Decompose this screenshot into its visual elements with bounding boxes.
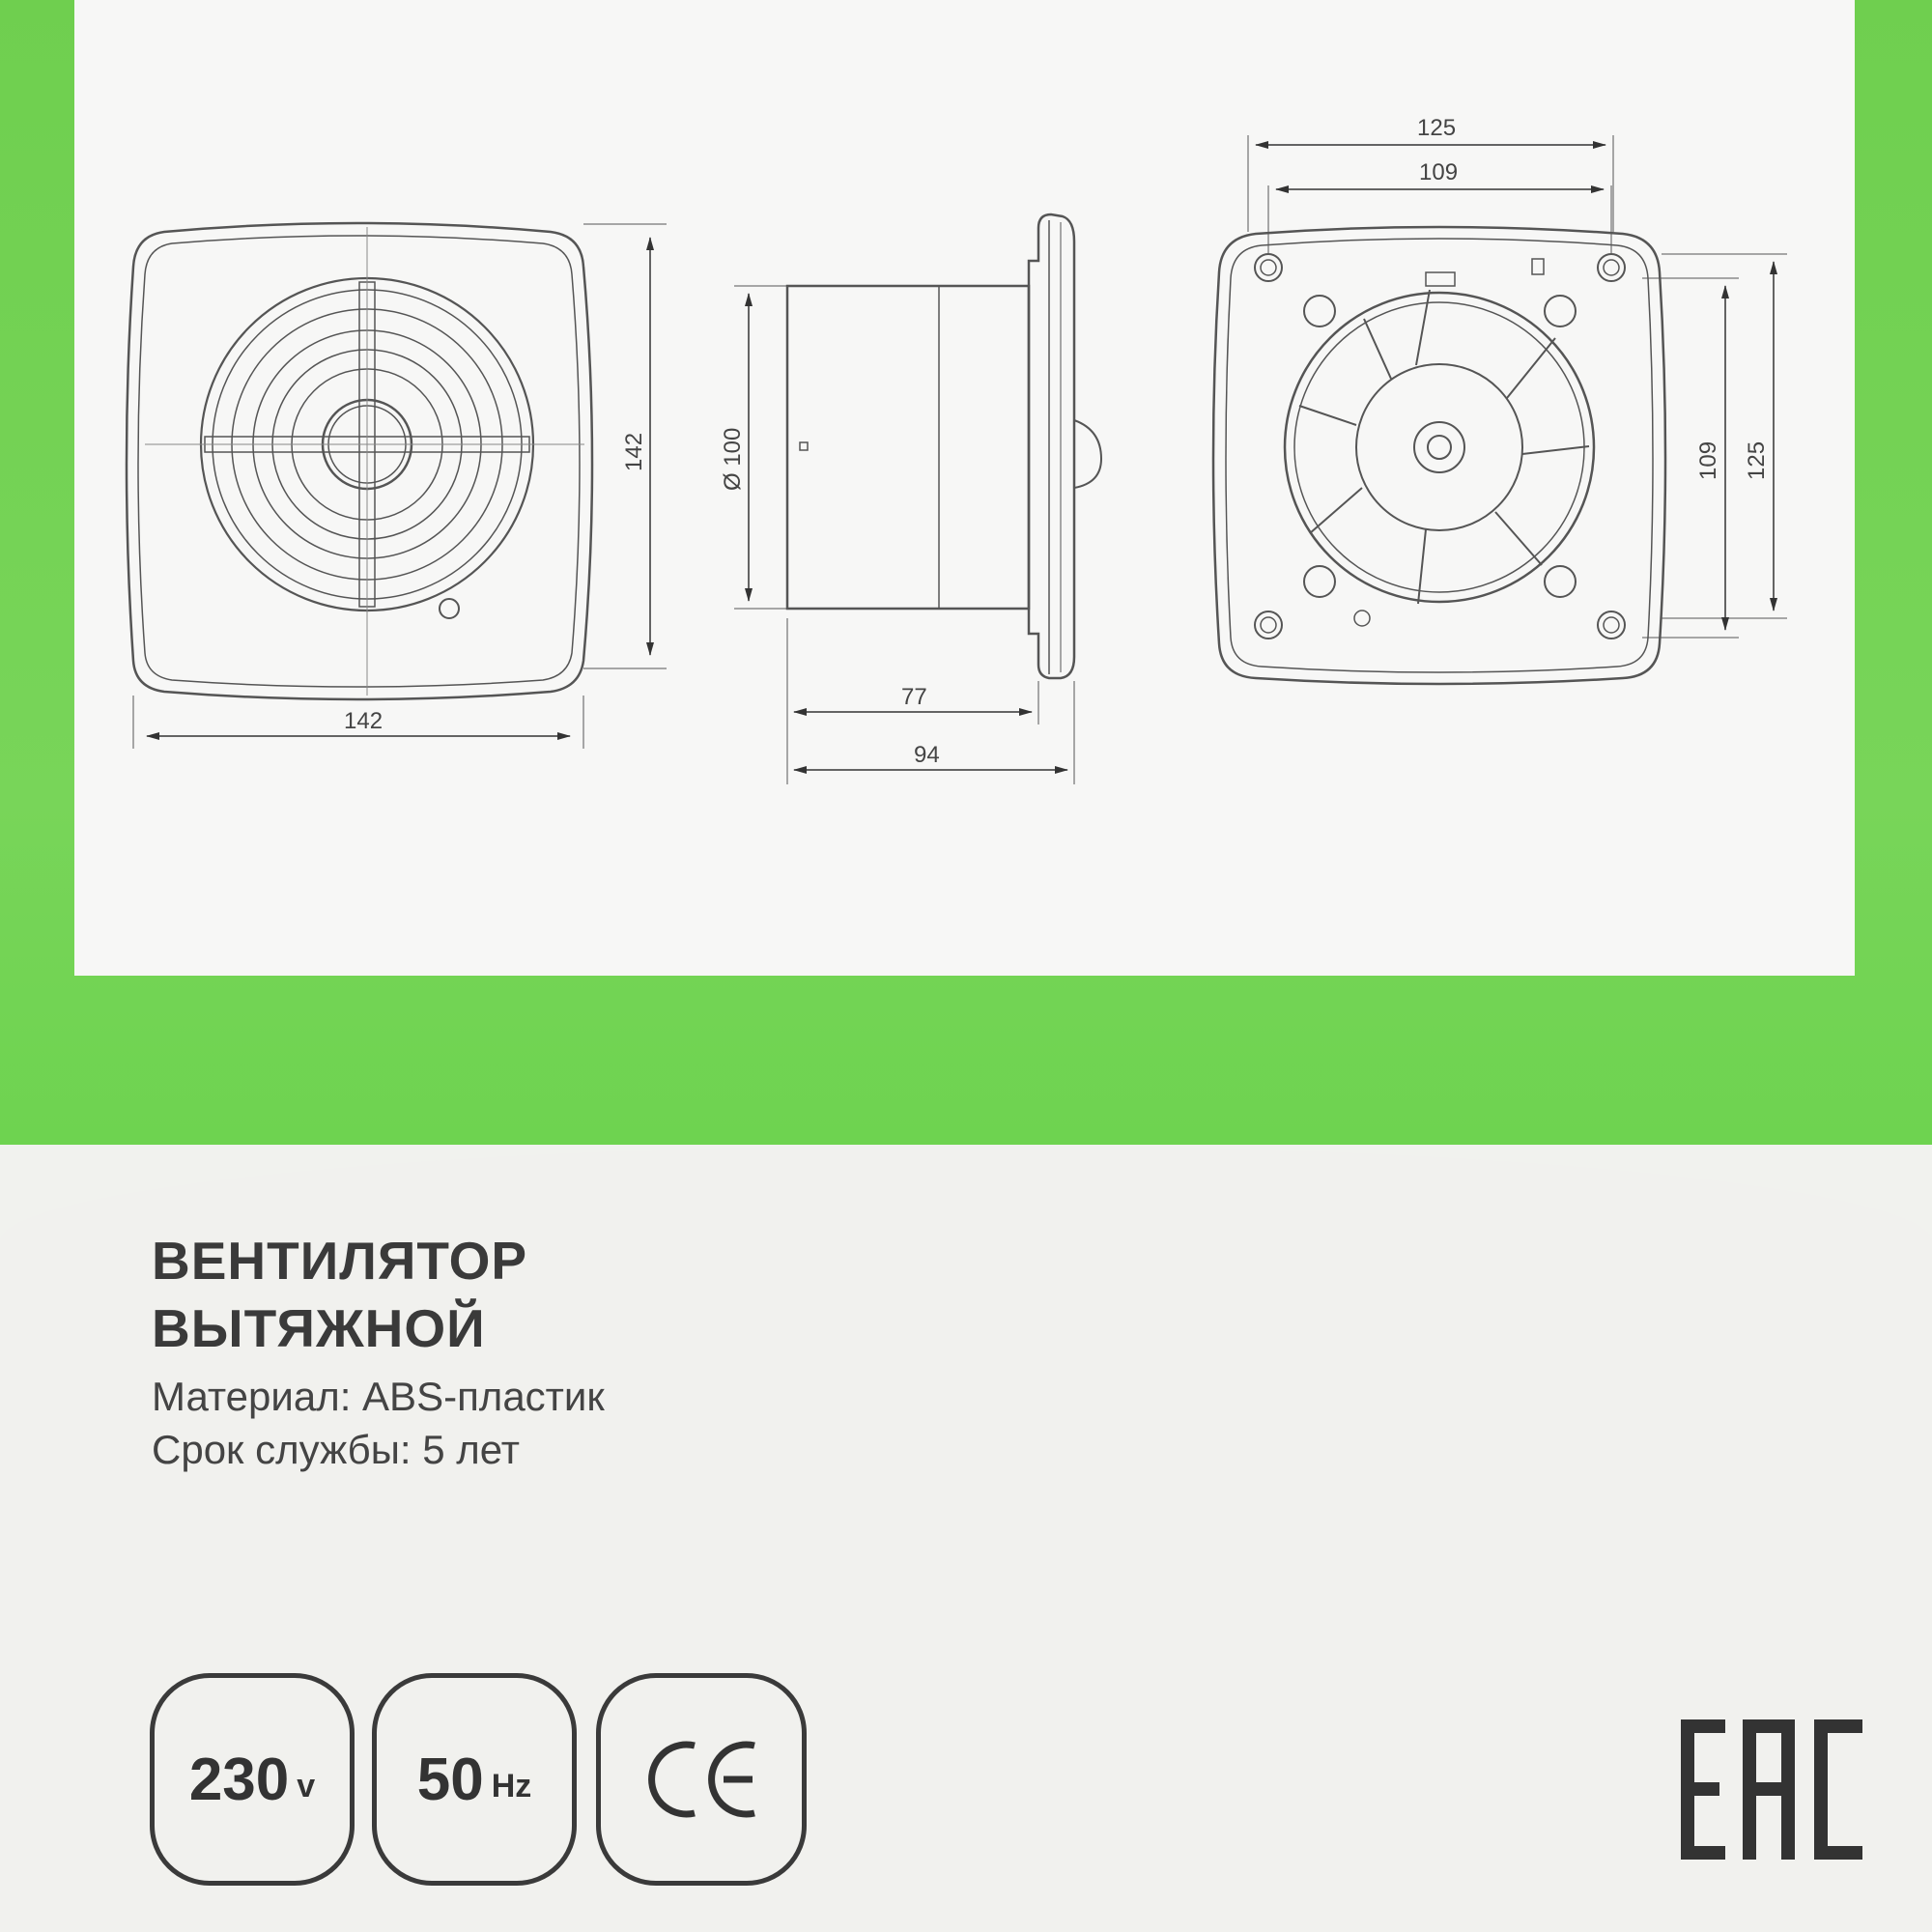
rear-inner-height-label: 109: [1695, 441, 1721, 480]
front-height-label: 142: [621, 433, 647, 471]
voltage-badge: 230 v: [150, 1673, 355, 1886]
frequency-badge: 50 Hz: [372, 1673, 577, 1886]
rear-outer-width-label: 125: [1417, 115, 1456, 141]
technical-drawing: 142 142 Ø 100 77 94: [125, 115, 1787, 784]
rear-view: [1211, 135, 1787, 686]
side-diameter-label: Ø 100: [720, 428, 746, 491]
side-view: [734, 213, 1103, 784]
side-depth-inner-label: 77: [901, 684, 927, 710]
front-view: [125, 221, 667, 749]
rear-inner-width-label: 109: [1419, 159, 1458, 185]
material-spec: Материал: ABS-пластик: [152, 1374, 605, 1419]
front-width-label: 142: [344, 708, 383, 734]
ce-mark-icon: [648, 1741, 755, 1818]
voltage-unit: v: [297, 1767, 316, 1804]
rear-outer-height-label: 125: [1744, 441, 1770, 480]
service-life-spec: Срок службы: 5 лет: [152, 1427, 520, 1472]
frequency-unit: Hz: [491, 1767, 532, 1804]
product-title-line1: ВЕНТИЛЯТОР: [152, 1231, 528, 1291]
eac-mark-icon: [1681, 1719, 1862, 1860]
product-title: ВЕНТИЛЯТОР ВЫТЯЖНОЙ: [152, 1227, 527, 1362]
voltage-value: 230: [188, 1746, 290, 1813]
product-info-area: [0, 1145, 1932, 1932]
side-depth-total-label: 94: [914, 742, 940, 768]
product-title-line2: ВЫТЯЖНОЙ: [152, 1298, 486, 1358]
frequency-value: 50: [416, 1746, 484, 1813]
ce-badge: [596, 1673, 807, 1886]
